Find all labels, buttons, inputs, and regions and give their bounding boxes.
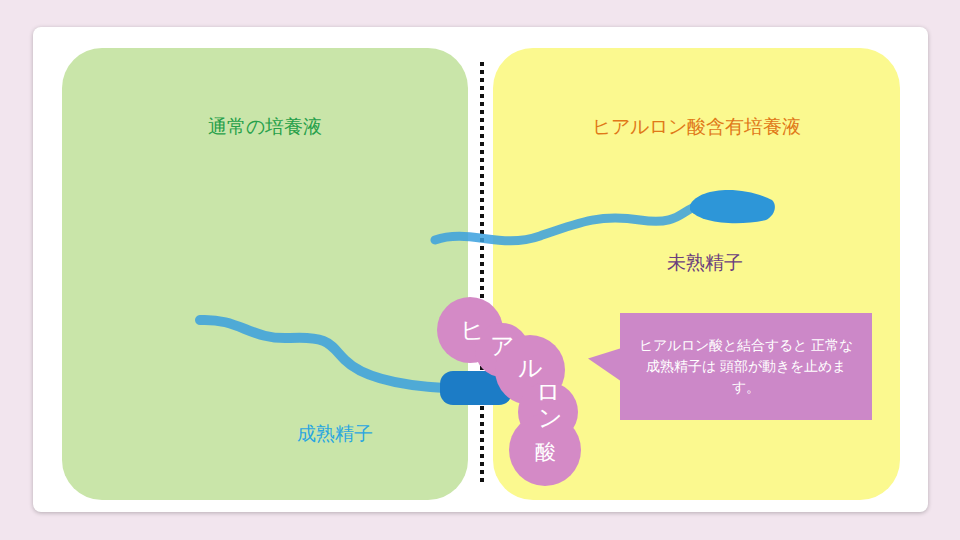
- callout-box: ヒアルロン酸と結合すると 正常な成熟精子は 頭部が動きを止めます。: [620, 313, 872, 420]
- acid-char: ン: [537, 403, 563, 433]
- acid-char: ヒ: [459, 315, 485, 345]
- panel-title: 通常の培養液: [72, 114, 458, 140]
- acid-char: ロ: [535, 377, 561, 407]
- acid-char: 酸: [532, 437, 558, 467]
- panel-title: ヒアルロン酸含有培養液: [503, 114, 890, 140]
- callout-text: ヒアルロン酸と結合すると 正常な成熟精子は 頭部が動きを止めます。: [636, 335, 856, 398]
- acid-char: ア: [489, 331, 515, 361]
- divider-dotted-line: [480, 62, 484, 482]
- culture-panel-normal: 通常の培養液: [62, 48, 468, 500]
- mature-sperm-label: 成熟精子: [297, 421, 373, 447]
- hyaluronic-acid-cluster: ヒアルロン酸: [430, 290, 600, 495]
- acid-text: ヒアルロン酸: [430, 290, 600, 495]
- acid-circles: [430, 290, 600, 495]
- immature-sperm-label: 未熟精子: [667, 250, 743, 276]
